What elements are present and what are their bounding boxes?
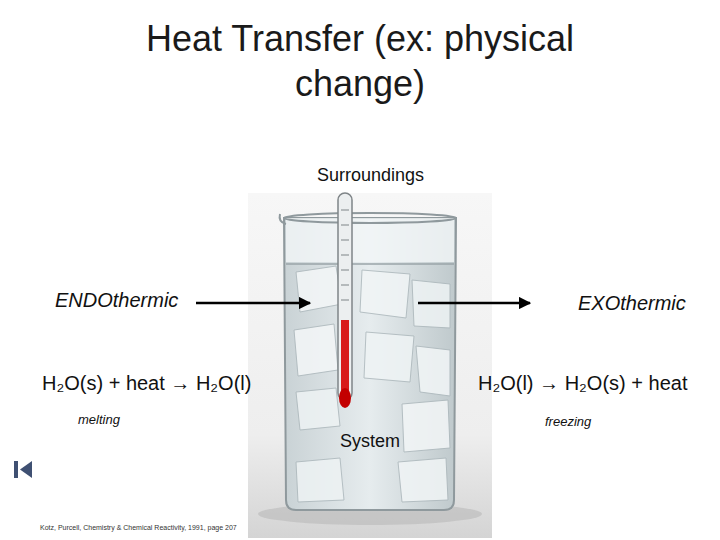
illustration-part [360,270,410,318]
illustration-part [196,302,310,305]
illustration-part [248,193,492,538]
illustration-part [341,285,349,286]
illustration-part [341,320,349,396]
equation: H₂O(s) + heat → H₂O(l) [42,372,251,395]
illustration-part [296,266,342,312]
illustration-part [341,225,349,226]
illustration-part [284,213,456,223]
process-note: freezing [545,414,591,429]
citation: Kotz, Purcell, Chemistry & Chemical Reac… [40,524,237,531]
surroundings-label: Surroundings [88,165,653,186]
illustration-part [339,388,351,408]
illustration-part [364,332,414,382]
slide-title: Heat Transfer (ex: physical change) [120,16,600,106]
illustration-part [286,218,454,262]
process-label: ENDOthermic [55,289,178,312]
illustration-part [398,458,448,502]
illustration-part [341,240,349,241]
process-label: EXOthermic [578,292,686,315]
illustration-part [284,218,456,510]
illustration-part [20,461,32,478]
illustration-part [418,302,530,305]
illustration-part [416,346,450,396]
illustration-part [14,461,18,478]
system-region: System [285,215,455,485]
illustration-part [402,400,450,452]
illustration-part [296,388,340,430]
illustration-part [341,210,349,211]
equation: H₂O(l) → H₂O(s) + heat [478,372,687,395]
illustration-part [280,214,286,224]
illustration-part [296,458,344,502]
process-note: melting [78,412,120,427]
illustration-part [341,255,349,256]
illustration-part [338,193,352,400]
illustration-part [286,263,454,265]
illustration-part [341,270,349,271]
illustration-part [341,300,349,301]
illustration-part [294,324,338,376]
system-label: System [285,431,455,452]
